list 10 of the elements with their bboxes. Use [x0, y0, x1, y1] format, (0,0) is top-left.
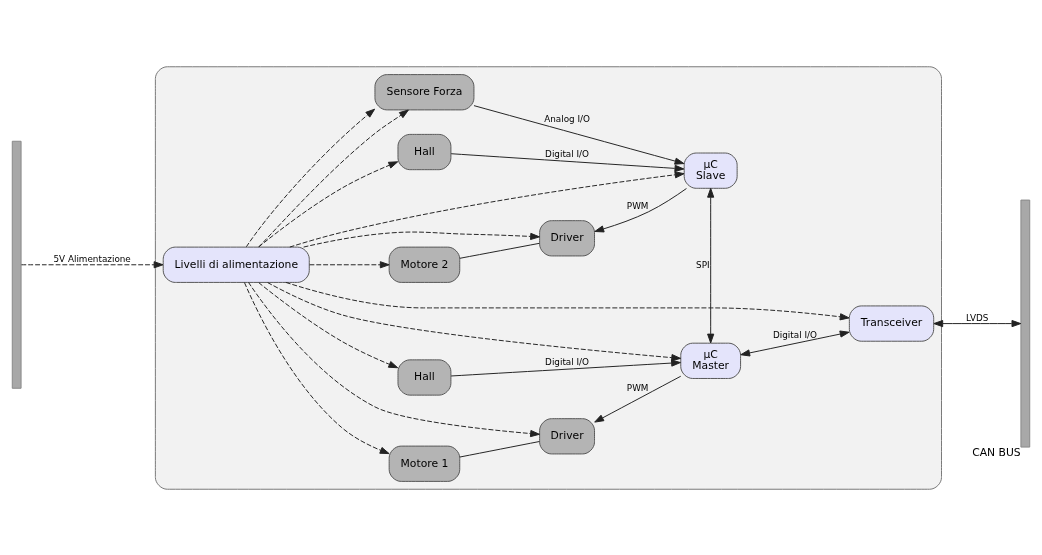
edge-label: Digital I/O [545, 148, 590, 159]
edge-label: PWM [626, 200, 649, 211]
edge-label: Digital I/O [773, 329, 817, 339]
node-label: CAN BUS [972, 445, 1021, 459]
edge-label: Analog I/O [544, 113, 590, 124]
edge-label: SPI [696, 259, 710, 270]
edge-label: Digital I/O [545, 356, 590, 367]
edge-label: 5V Alimentazione [53, 253, 131, 264]
edge-label: PWM [626, 382, 649, 393]
edge-label: LVDS [966, 312, 989, 323]
